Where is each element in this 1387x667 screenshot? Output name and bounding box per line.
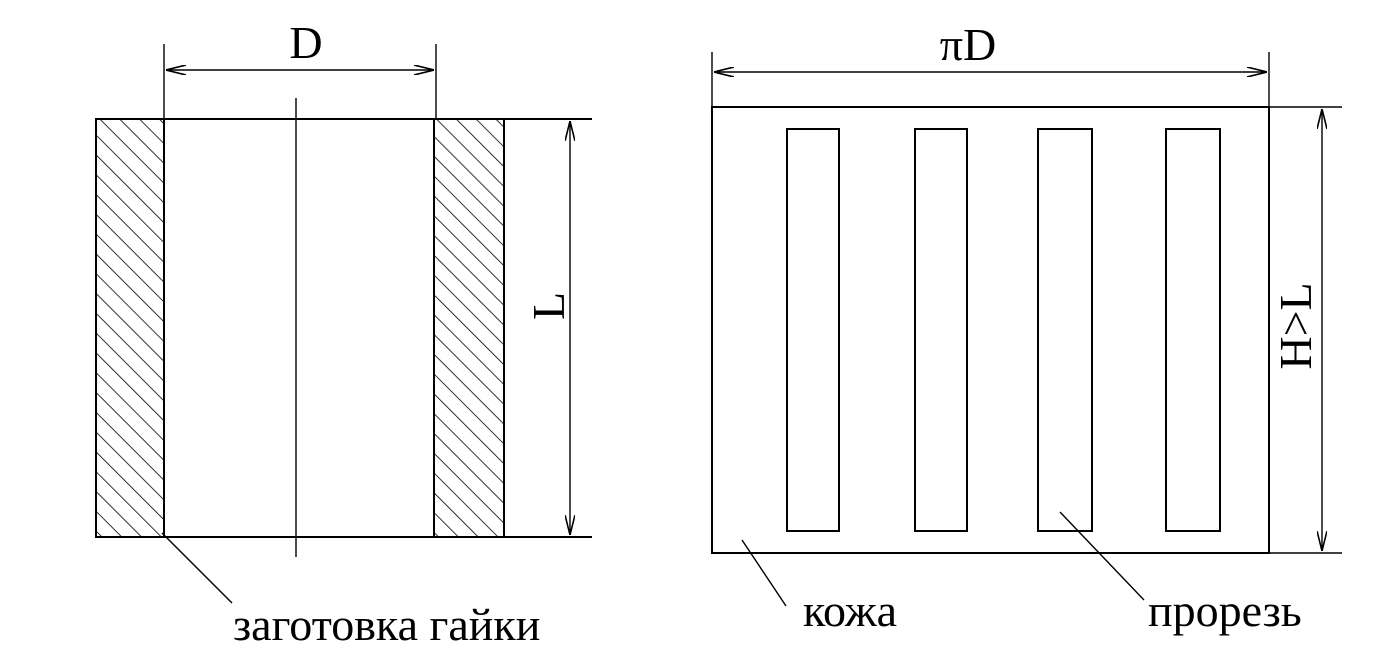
slot-leader-line (1059, 511, 1145, 601)
slot-1 (786, 128, 840, 532)
leather-caption: кожа (803, 585, 897, 636)
h-dimension-label: H>L (1270, 282, 1321, 369)
d-dimension-label: D (289, 17, 322, 68)
nut-blank-caption: заготовка гайки (233, 599, 540, 650)
pid-dimension-label: πD (940, 19, 996, 70)
slot-4 (1165, 128, 1221, 532)
left-wall-hatch (95, 118, 165, 538)
l-dimension-label: L (523, 292, 574, 320)
leather-sheet-outline (711, 106, 1270, 554)
slot-2 (914, 128, 968, 532)
leather-leader-line (741, 539, 787, 607)
blank-leader-line (161, 532, 233, 604)
slot-3 (1037, 128, 1093, 532)
leather-sheet-figure: πD H>L кожа прорезь (711, 19, 1342, 636)
slot-caption: прорезь (1148, 585, 1302, 636)
right-wall-hatch (433, 118, 505, 538)
nut-blank-figure: D L заготовка гайки (95, 17, 592, 650)
